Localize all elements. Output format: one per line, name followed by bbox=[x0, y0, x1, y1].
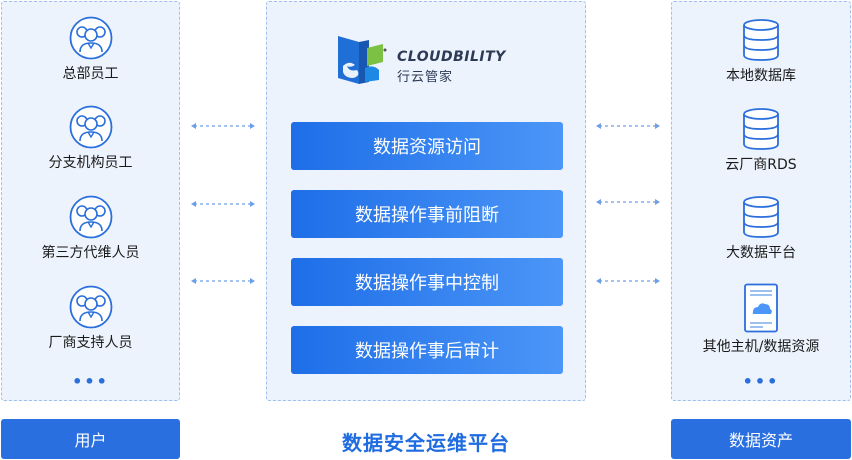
user-item-third-party: 第三方代维人员 bbox=[2, 195, 179, 261]
brand-name-cn: 行云管家 bbox=[397, 70, 454, 85]
user-item-label: 第三方代维人员 bbox=[41, 245, 140, 261]
user-group-icon bbox=[69, 105, 112, 149]
user-item-branch: 分支机构员工 bbox=[2, 105, 179, 171]
function-pre-blocking: 数据操作事前阻断 bbox=[291, 190, 563, 238]
asset-item-local-db: 本地数据库 bbox=[672, 18, 850, 84]
cloudbility-logo-icon bbox=[338, 36, 387, 84]
function-in-process-control: 数据操作事中控制 bbox=[291, 258, 563, 306]
user-group-icon bbox=[69, 285, 112, 329]
assets-caption: 数据资产 bbox=[671, 419, 851, 459]
assets-panel: 本地数据库 云厂商RDS 大数据平台 其他主机/数据资源 ••• bbox=[671, 1, 851, 401]
bidirectional-arrow-icon bbox=[191, 201, 255, 207]
asset-item-label: 本地数据库 bbox=[726, 68, 796, 84]
brand-name-en: CLOUDBILITY bbox=[397, 49, 506, 65]
user-item-label: 总部员工 bbox=[62, 66, 119, 82]
user-group-icon bbox=[69, 16, 112, 60]
function-post-audit: 数据操作事后审计 bbox=[291, 326, 563, 374]
user-item-label: 厂商支持人员 bbox=[48, 335, 133, 351]
database-icon bbox=[743, 108, 779, 150]
asset-item-label: 其他主机/数据资源 bbox=[702, 339, 820, 355]
database-icon bbox=[743, 19, 779, 61]
asset-item-big-data: 大数据平台 bbox=[672, 195, 850, 261]
brand-logo: CLOUDBILITY 行云管家 bbox=[335, 32, 525, 88]
asset-item-other-hosts: 其他主机/数据资源 bbox=[672, 283, 850, 355]
user-item-label: 分支机构员工 bbox=[48, 155, 133, 171]
platform-panel: CLOUDBILITY 行云管家 数据资源访问 数据操作事前阻断 数据操作事中控… bbox=[266, 1, 586, 401]
bidirectional-arrow-icon bbox=[596, 123, 660, 129]
user-group-icon bbox=[69, 195, 112, 239]
bidirectional-arrow-icon bbox=[596, 199, 660, 205]
bidirectional-arrow-icon bbox=[596, 278, 660, 284]
user-item-hq: 总部员工 bbox=[2, 16, 179, 82]
asset-item-label: 大数据平台 bbox=[726, 245, 796, 261]
server-icon bbox=[744, 283, 778, 333]
bidirectional-arrow-icon bbox=[191, 123, 255, 129]
users-panel: 总部员工 分支机构员工 第三方代维人员 bbox=[1, 1, 180, 401]
asset-item-label: 云厂商RDS bbox=[725, 157, 797, 173]
database-icon bbox=[743, 196, 779, 238]
more-assets-ellipsis: ••• bbox=[742, 372, 780, 391]
more-users-ellipsis: ••• bbox=[72, 372, 109, 391]
function-data-access: 数据资源访问 bbox=[291, 122, 563, 170]
bidirectional-arrow-icon bbox=[191, 278, 255, 284]
user-item-vendor: 厂商支持人员 bbox=[2, 285, 179, 351]
users-caption: 用户 bbox=[1, 419, 180, 459]
platform-caption: 数据安全运维平台 bbox=[342, 431, 510, 455]
asset-item-cloud-rds: 云厂商RDS bbox=[672, 107, 850, 173]
